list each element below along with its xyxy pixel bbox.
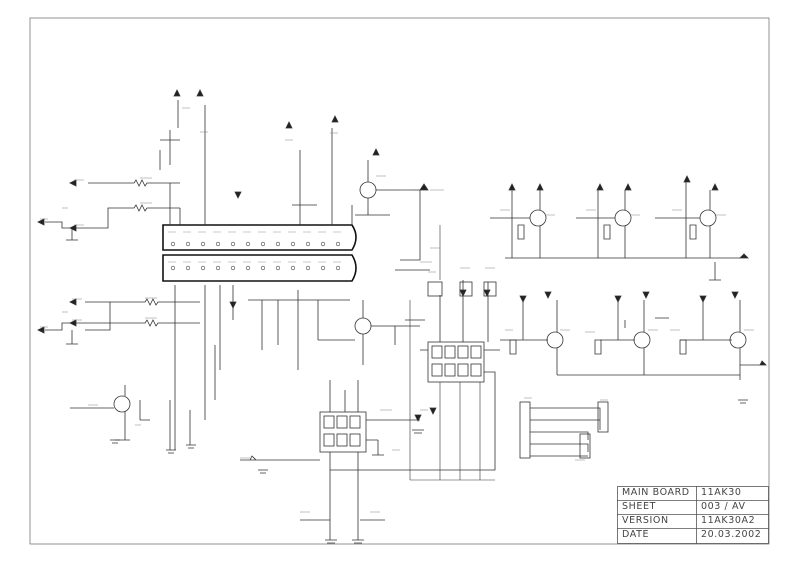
supply-flags: [173, 89, 739, 422]
sheet-border: [29, 17, 770, 545]
sheet-value: 003 / AV: [701, 501, 746, 512]
component-labels: [40, 107, 754, 513]
video-amp-chain: [500, 300, 767, 380]
lower-switch-block: [240, 380, 420, 540]
left-inputs: [37, 100, 350, 450]
rgb-buffer-row: [490, 182, 749, 281]
left-driver-stage: [70, 385, 150, 441]
version-value: 11AK30A2: [701, 515, 756, 526]
jumper-block: [519, 401, 609, 459]
switch-array: [330, 280, 500, 471]
middle-transistor-stage: [318, 300, 425, 365]
version-label: VERSION: [622, 515, 669, 526]
scart-connector: [162, 224, 357, 282]
board-value: 11AK30: [701, 487, 742, 498]
date-value: 20.03.2002: [701, 529, 762, 540]
date-label: DATE: [622, 529, 650, 540]
signal-buses: [409, 225, 495, 481]
board-label: MAIN BOARD: [622, 487, 690, 498]
sheet-label: SHEET: [622, 501, 656, 512]
title-block: MAIN BOARD 11AK30 SHEET 003 / AV VERSION…: [617, 486, 769, 544]
upper-switch-stage: [292, 128, 430, 271]
title-block-frame: [617, 486, 769, 544]
